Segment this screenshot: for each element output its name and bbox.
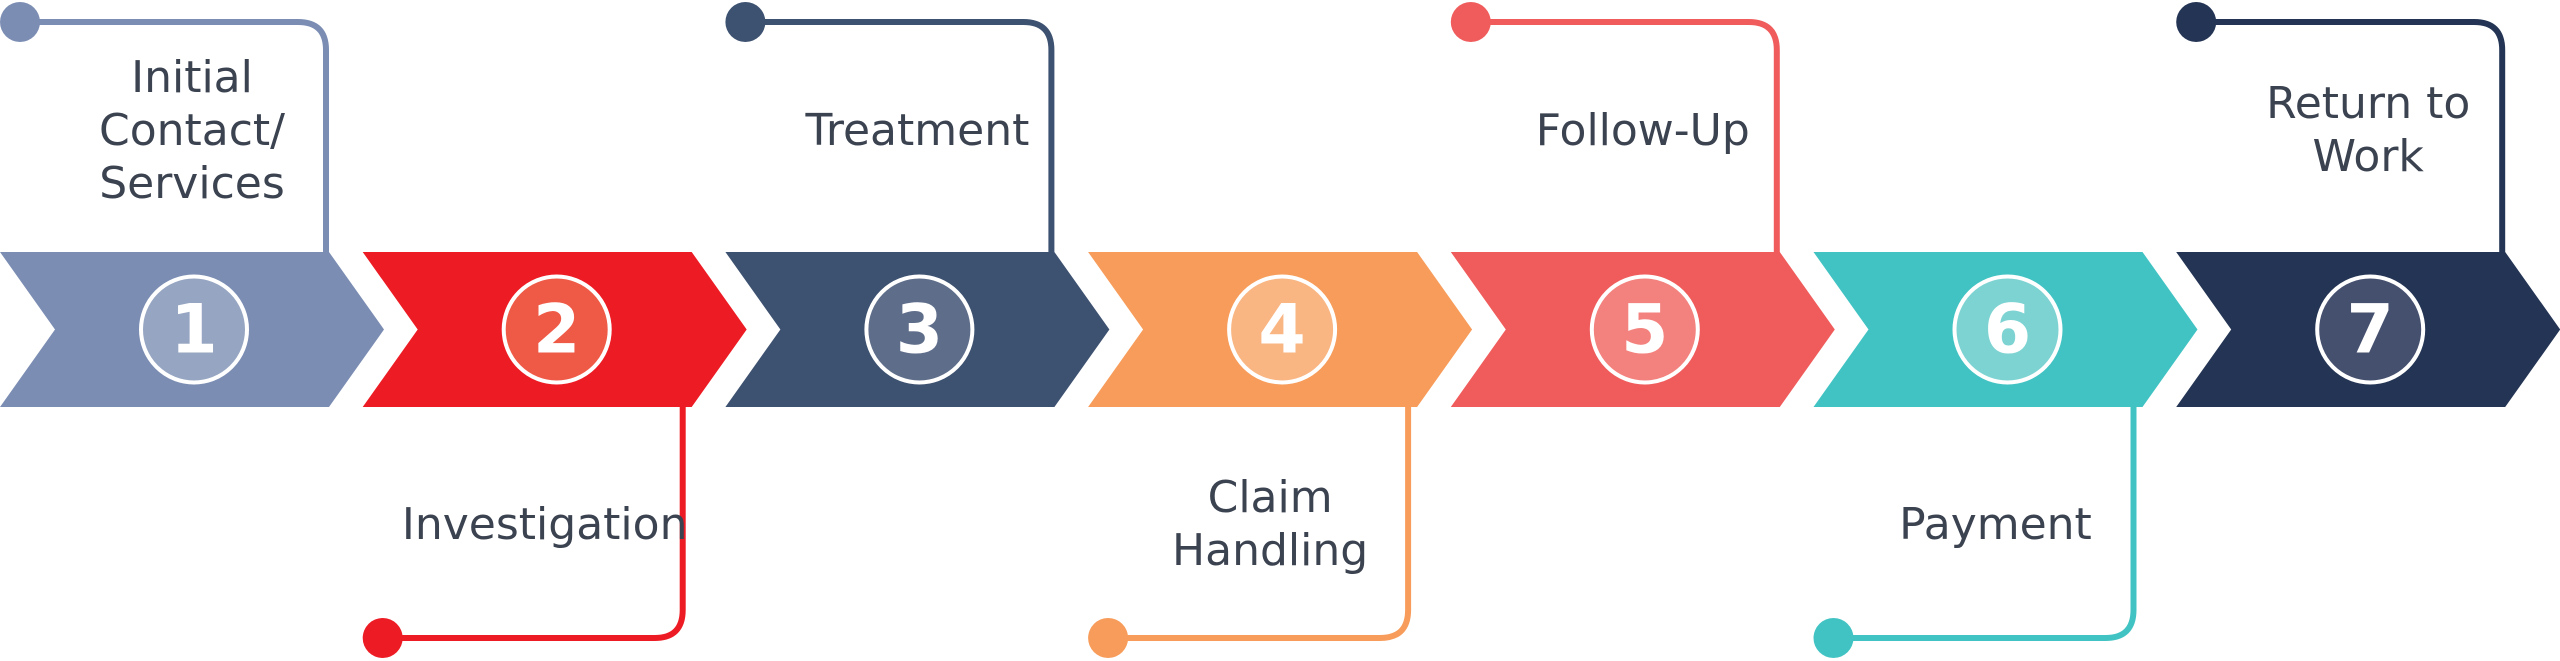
step-label-7: Return to Work <box>2266 78 2471 182</box>
connector-dot-7 <box>2176 2 2217 42</box>
step-number-1: 1 <box>170 291 217 370</box>
step-number-7: 7 <box>2347 291 2394 370</box>
step-number-2: 2 <box>533 291 580 370</box>
step-number-5: 5 <box>1621 291 1668 370</box>
step-label-6: Payment <box>1899 498 2092 550</box>
connector-dot-4 <box>1088 618 1129 658</box>
connector-lines <box>0 2 2506 658</box>
connector-dot-2 <box>362 618 403 658</box>
step-badge-3 <box>864 274 975 385</box>
connector-line-4 <box>1105 400 1412 641</box>
connector-line-1 <box>17 19 329 259</box>
step-badge-2 <box>501 274 612 385</box>
connector-dot-1 <box>0 2 40 42</box>
step-label-1: Initial Contact/ Services <box>98 51 285 209</box>
connector-dot-5 <box>1450 2 1491 42</box>
connector-line-3 <box>742 19 1055 259</box>
connector-line-5 <box>1467 19 1780 259</box>
connector-dot-6 <box>1813 618 1854 658</box>
step-number-3: 3 <box>896 291 943 370</box>
step-badge-1 <box>139 274 249 385</box>
connector-line-7 <box>2193 19 2506 259</box>
step-badge-5 <box>1589 274 1700 385</box>
step-badge-4 <box>1227 274 1338 385</box>
connector-line-6 <box>1830 400 2137 641</box>
connector-dot-3 <box>725 2 766 42</box>
step-label-2: Investigation <box>401 498 688 550</box>
step-badge-6 <box>1952 274 2063 385</box>
step-badge-7 <box>2315 274 2426 385</box>
number-badges: 1 2 3 4 5 6 7 <box>139 274 2426 385</box>
step-number-6: 6 <box>1984 291 2031 370</box>
step-label-3: Treatment <box>805 104 1030 156</box>
step-label-4: Claim Handling <box>1172 472 1369 576</box>
connector-line-2 <box>379 400 686 641</box>
step-label-5: Follow-Up <box>1535 104 1750 156</box>
step-number-4: 4 <box>1258 291 1305 370</box>
